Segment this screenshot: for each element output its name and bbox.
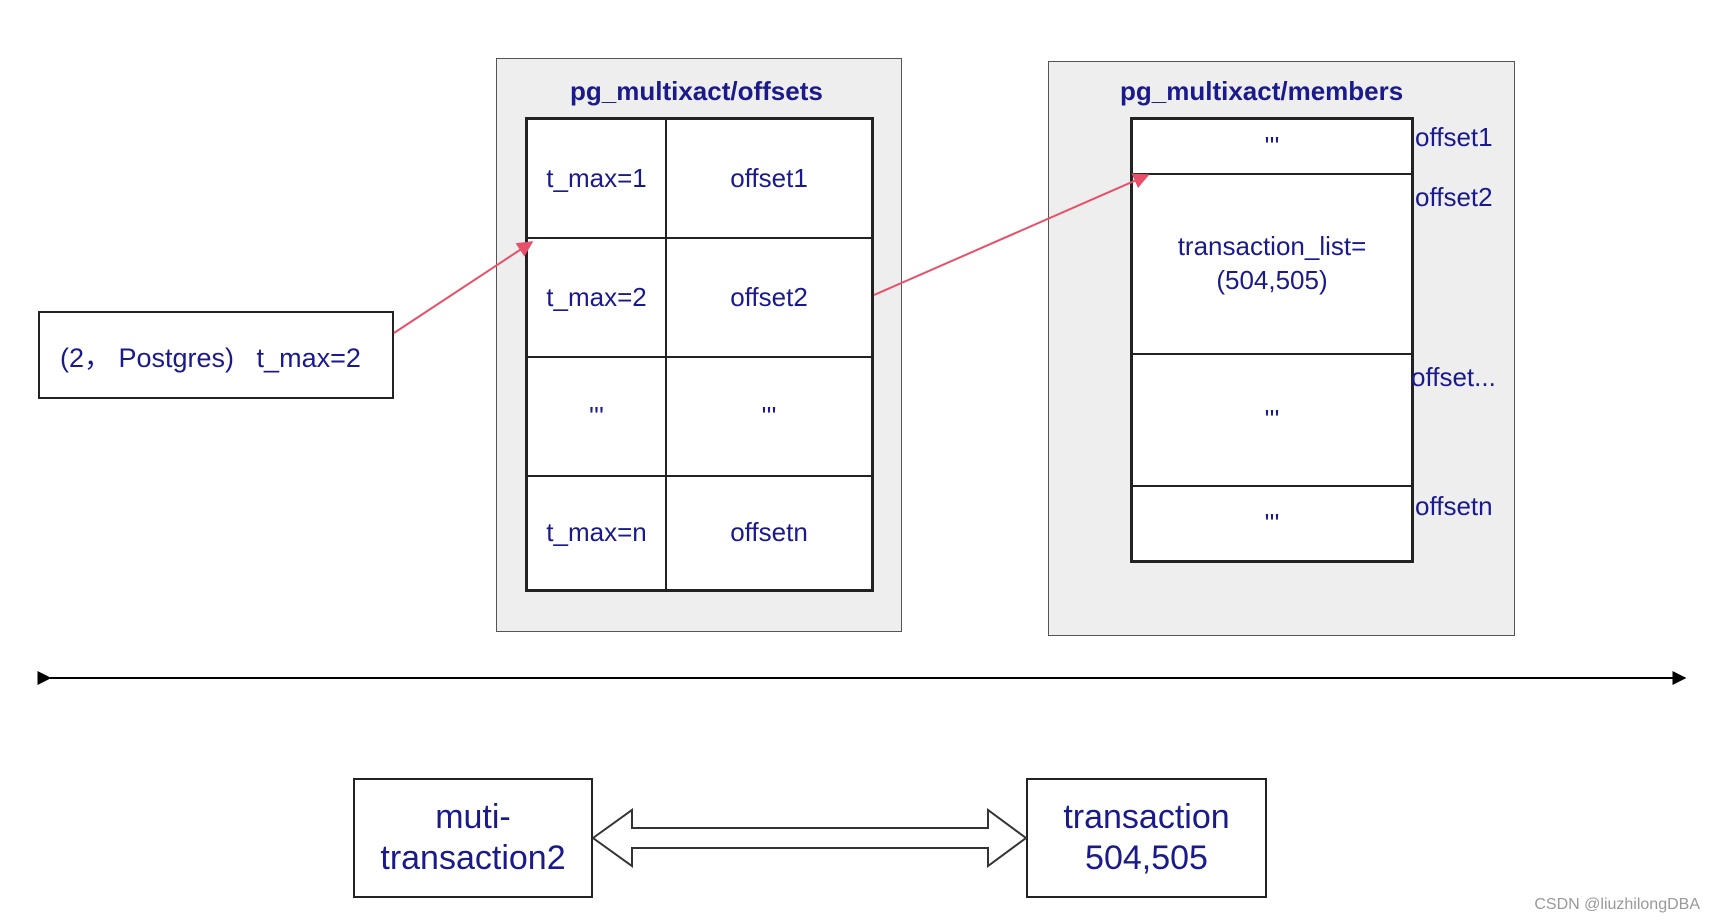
offsets-title: pg_multixact/offsets <box>570 76 823 106</box>
members-cell-3: ''' <box>1132 354 1412 486</box>
offsets-key-3: ''' <box>527 357 666 476</box>
offsets-val-3: ''' <box>666 357 872 476</box>
offsets-key-1: t_max=1 <box>527 119 666 238</box>
tuple-box: (2， Postgres) t_max=2 <box>38 311 394 399</box>
offsets-val-2: offset2 <box>666 238 872 357</box>
offsets-val-4: offsetn <box>666 476 872 590</box>
pointer-arrow-offsets-to-members <box>873 173 1150 296</box>
members-label-2: offset2 <box>1415 182 1493 212</box>
members-title: pg_multixact/members <box>1120 76 1404 106</box>
offsets-table: t_max=1 offset1 t_max=2 offset2 ''' ''' … <box>525 117 874 592</box>
offsets-key-4: t_max=n <box>527 476 666 590</box>
members-label-1: offset1 <box>1415 122 1493 152</box>
transaction-text: transaction 504,505 <box>1063 798 1230 877</box>
transaction-box: transaction 504,505 <box>1026 778 1267 898</box>
offsets-key-2: t_max=2 <box>527 238 666 357</box>
members-cell-2: transaction_list= (504,505) <box>1132 174 1412 354</box>
offsets-val-1: offset1 <box>666 119 872 238</box>
tuple-box-text: (2， Postgres) t_max=2 <box>60 342 361 373</box>
multi-transaction-box: muti- transaction2 <box>353 778 593 898</box>
members-cell-4: ''' <box>1132 486 1412 561</box>
members-label-3: offset... <box>1411 362 1496 392</box>
members-table: ''' transaction_list= (504,505) ''' ''' <box>1130 117 1414 563</box>
watermark: CSDN @liuzhilongDBA <box>1534 896 1700 913</box>
members-label-4: offsetn <box>1415 491 1493 521</box>
pointer-arrow-tuple-to-offsets <box>393 241 534 334</box>
members-cell-1: ''' <box>1132 119 1412 174</box>
double-arrow <box>591 808 1028 868</box>
multi-transaction-text: muti- transaction2 <box>380 798 566 877</box>
